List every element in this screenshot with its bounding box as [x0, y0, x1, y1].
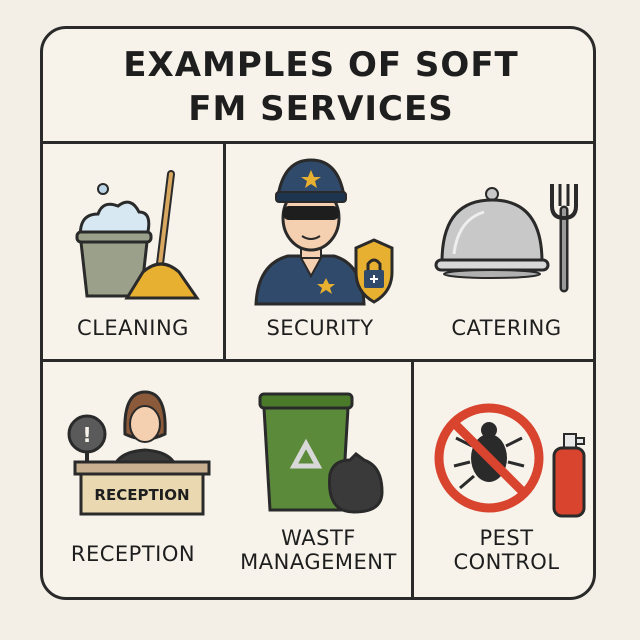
cloche-fork-icon [434, 184, 578, 293]
service-reception: ! RECEPTION RECEPTION [43, 362, 223, 597]
pest-label-line-2: CONTROL [453, 550, 560, 574]
service-label-catering: CATERING [451, 316, 562, 340]
service-pest-control: PEST CONTROL [414, 362, 599, 597]
divider-top [43, 141, 593, 144]
pest-label-line-1: PEST [479, 526, 534, 550]
service-security: SECURITY [226, 144, 414, 359]
service-catering: CATERING [414, 144, 599, 359]
title-line-1: EXAMPLES OF SOFT [123, 45, 519, 85]
divider-vertical-top [223, 141, 226, 359]
reception-sign-text: RECEPTION [94, 486, 189, 504]
service-label-waste-management: WASTF MANAGEMENT [226, 526, 411, 574]
divider-middle [43, 359, 593, 362]
no-bugs-spray-icon [434, 403, 586, 518]
waste-bin-bag-icon [258, 392, 384, 514]
waste-label-line-1: WASTF [281, 526, 356, 550]
cleaning-bucket-mop-icon [75, 170, 200, 300]
service-waste-management: WASTF MANAGEMENT [226, 362, 411, 597]
service-cleaning: CLEANING [43, 144, 223, 359]
reception-desk-icon: ! RECEPTION [67, 390, 211, 516]
service-label-reception: RECEPTION [70, 542, 196, 566]
page-title: EXAMPLES OF SOFT FM SERVICES [43, 43, 599, 131]
title-line-2: FM SERVICES [188, 89, 454, 129]
service-label-security: SECURITY [266, 316, 374, 340]
service-label-pest-control: PEST CONTROL [414, 526, 599, 574]
security-guard-shield-icon [254, 158, 394, 306]
infographic-card: EXAMPLES OF SOFT FM SERVICES CLEANING [40, 26, 596, 600]
service-label-cleaning: CLEANING [77, 316, 189, 340]
waste-label-line-2: MANAGEMENT [240, 550, 397, 574]
svg-text:!: ! [82, 423, 91, 447]
divider-vertical-bottom [411, 359, 414, 597]
